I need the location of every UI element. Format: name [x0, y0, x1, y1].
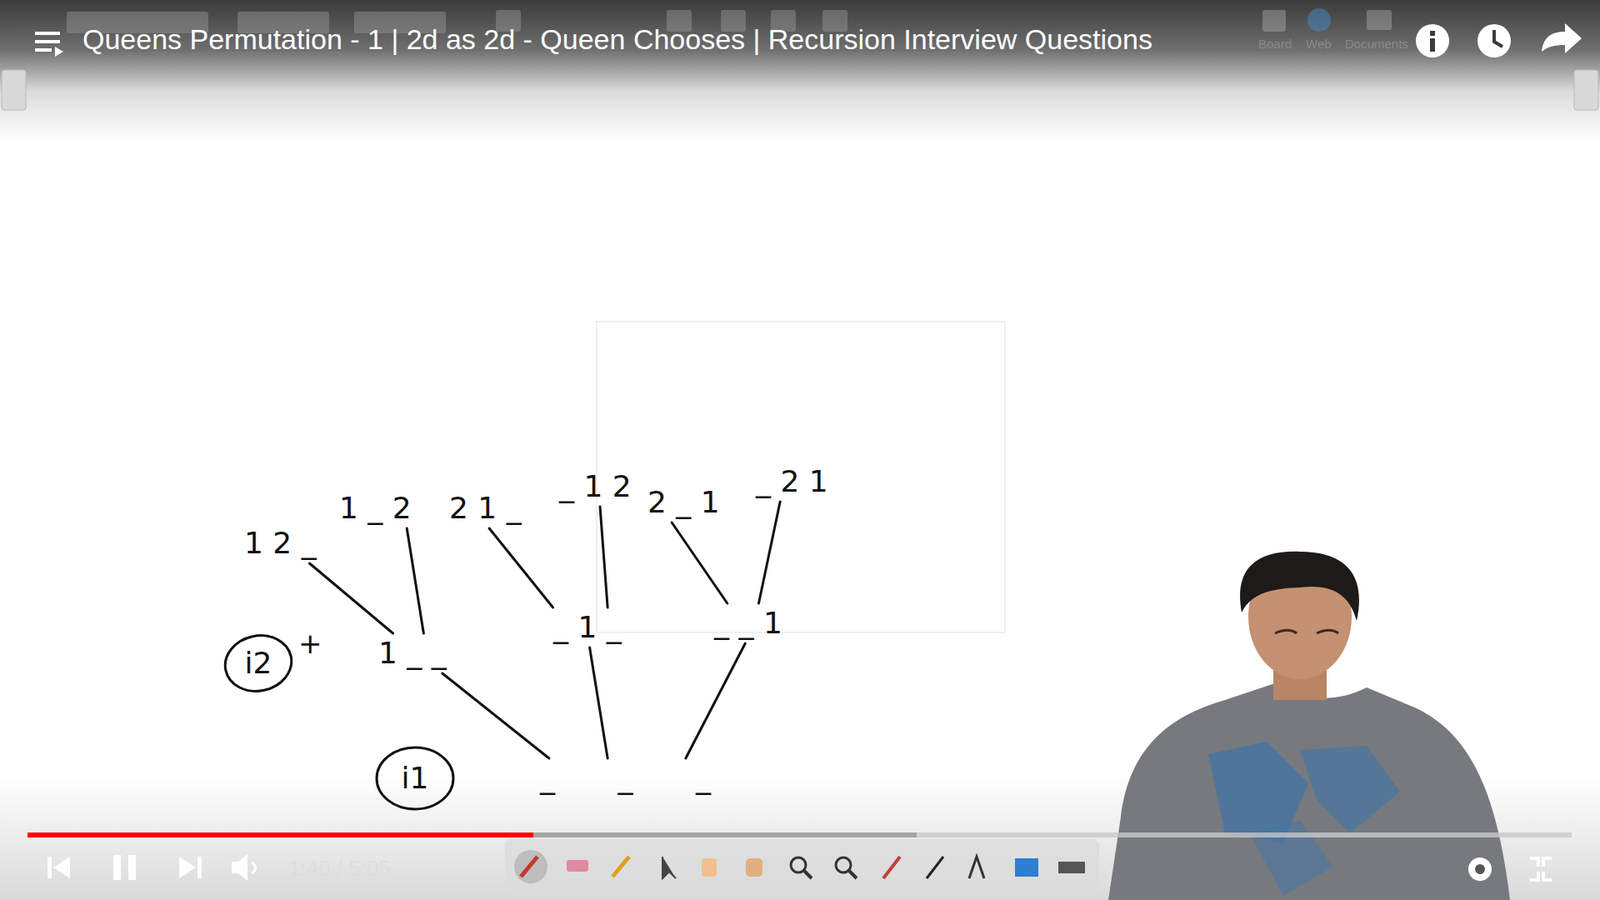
tree-branch — [590, 647, 609, 759]
recursion-state: _ 2 1 — [752, 465, 832, 499]
state-text: 2 _ 1 — [647, 487, 720, 518]
presenter — [1108, 551, 1510, 900]
player-top-icons — [35, 23, 1582, 58]
circle-outline — [376, 747, 454, 810]
recursion-state: _ _ 1 — [710, 606, 786, 640]
toolbar-label: Board — [1258, 36, 1292, 51]
plus-mark: + — [298, 626, 323, 660]
recursion-state: 1 _ 2 — [335, 491, 415, 525]
recursion-state: _ 1 _ — [550, 610, 625, 645]
tree-branch — [309, 563, 393, 634]
state-text: _ 1 2 — [559, 471, 632, 502]
recursion-state: _ 1 2 — [555, 470, 635, 504]
toolbar-label: Documents — [1345, 36, 1409, 51]
state-text: 1 _ _ — [378, 638, 447, 669]
state-text: 1 2 _ — [244, 528, 317, 559]
progress-track — [27, 832, 1572, 838]
tree-branch — [489, 528, 554, 608]
side-tab — [1, 70, 26, 110]
drawing-toolbar — [505, 839, 1100, 895]
faint-frame — [596, 321, 1005, 633]
tree-branch — [685, 643, 745, 759]
circle-text: i2 — [245, 648, 273, 679]
toolbar-label: Web — [1305, 36, 1332, 51]
progress-buffer — [533, 832, 917, 838]
recursion-state: 1 2 _ — [240, 526, 320, 560]
time-display: 1:40 / 5:05 — [288, 855, 391, 882]
circled-label: i1 — [375, 745, 455, 811]
tree-branch — [442, 673, 550, 759]
circle-text: i1 — [401, 763, 430, 794]
tree-branch — [600, 506, 608, 608]
state-text: 1 _ 2 — [339, 493, 412, 524]
video-title: Queens Permutation - 1 | 2d as 2d - Quee… — [82, 23, 1153, 56]
side-tab — [1574, 70, 1599, 110]
state-text: _ _ _ — [540, 763, 711, 794]
state-text: _ 1 _ — [553, 612, 622, 643]
circle-outline — [220, 629, 297, 697]
tree-branch — [671, 522, 728, 604]
state-text: 2 1 _ — [449, 493, 522, 524]
state-text: _ _ 1 — [714, 608, 783, 639]
state-text: _ 2 1 — [755, 466, 829, 497]
circled-label: i2 — [223, 634, 294, 693]
recursion-state: _ _ _ — [536, 761, 715, 795]
recursion-state: 1 _ _ — [375, 636, 450, 670]
recursion-state: 2 1 _ — [445, 491, 525, 525]
tree-branch — [758, 501, 780, 604]
tree-branch — [406, 528, 424, 634]
recursion-state: 2 _ 1 — [644, 485, 724, 520]
progress-played — [27, 832, 534, 838]
